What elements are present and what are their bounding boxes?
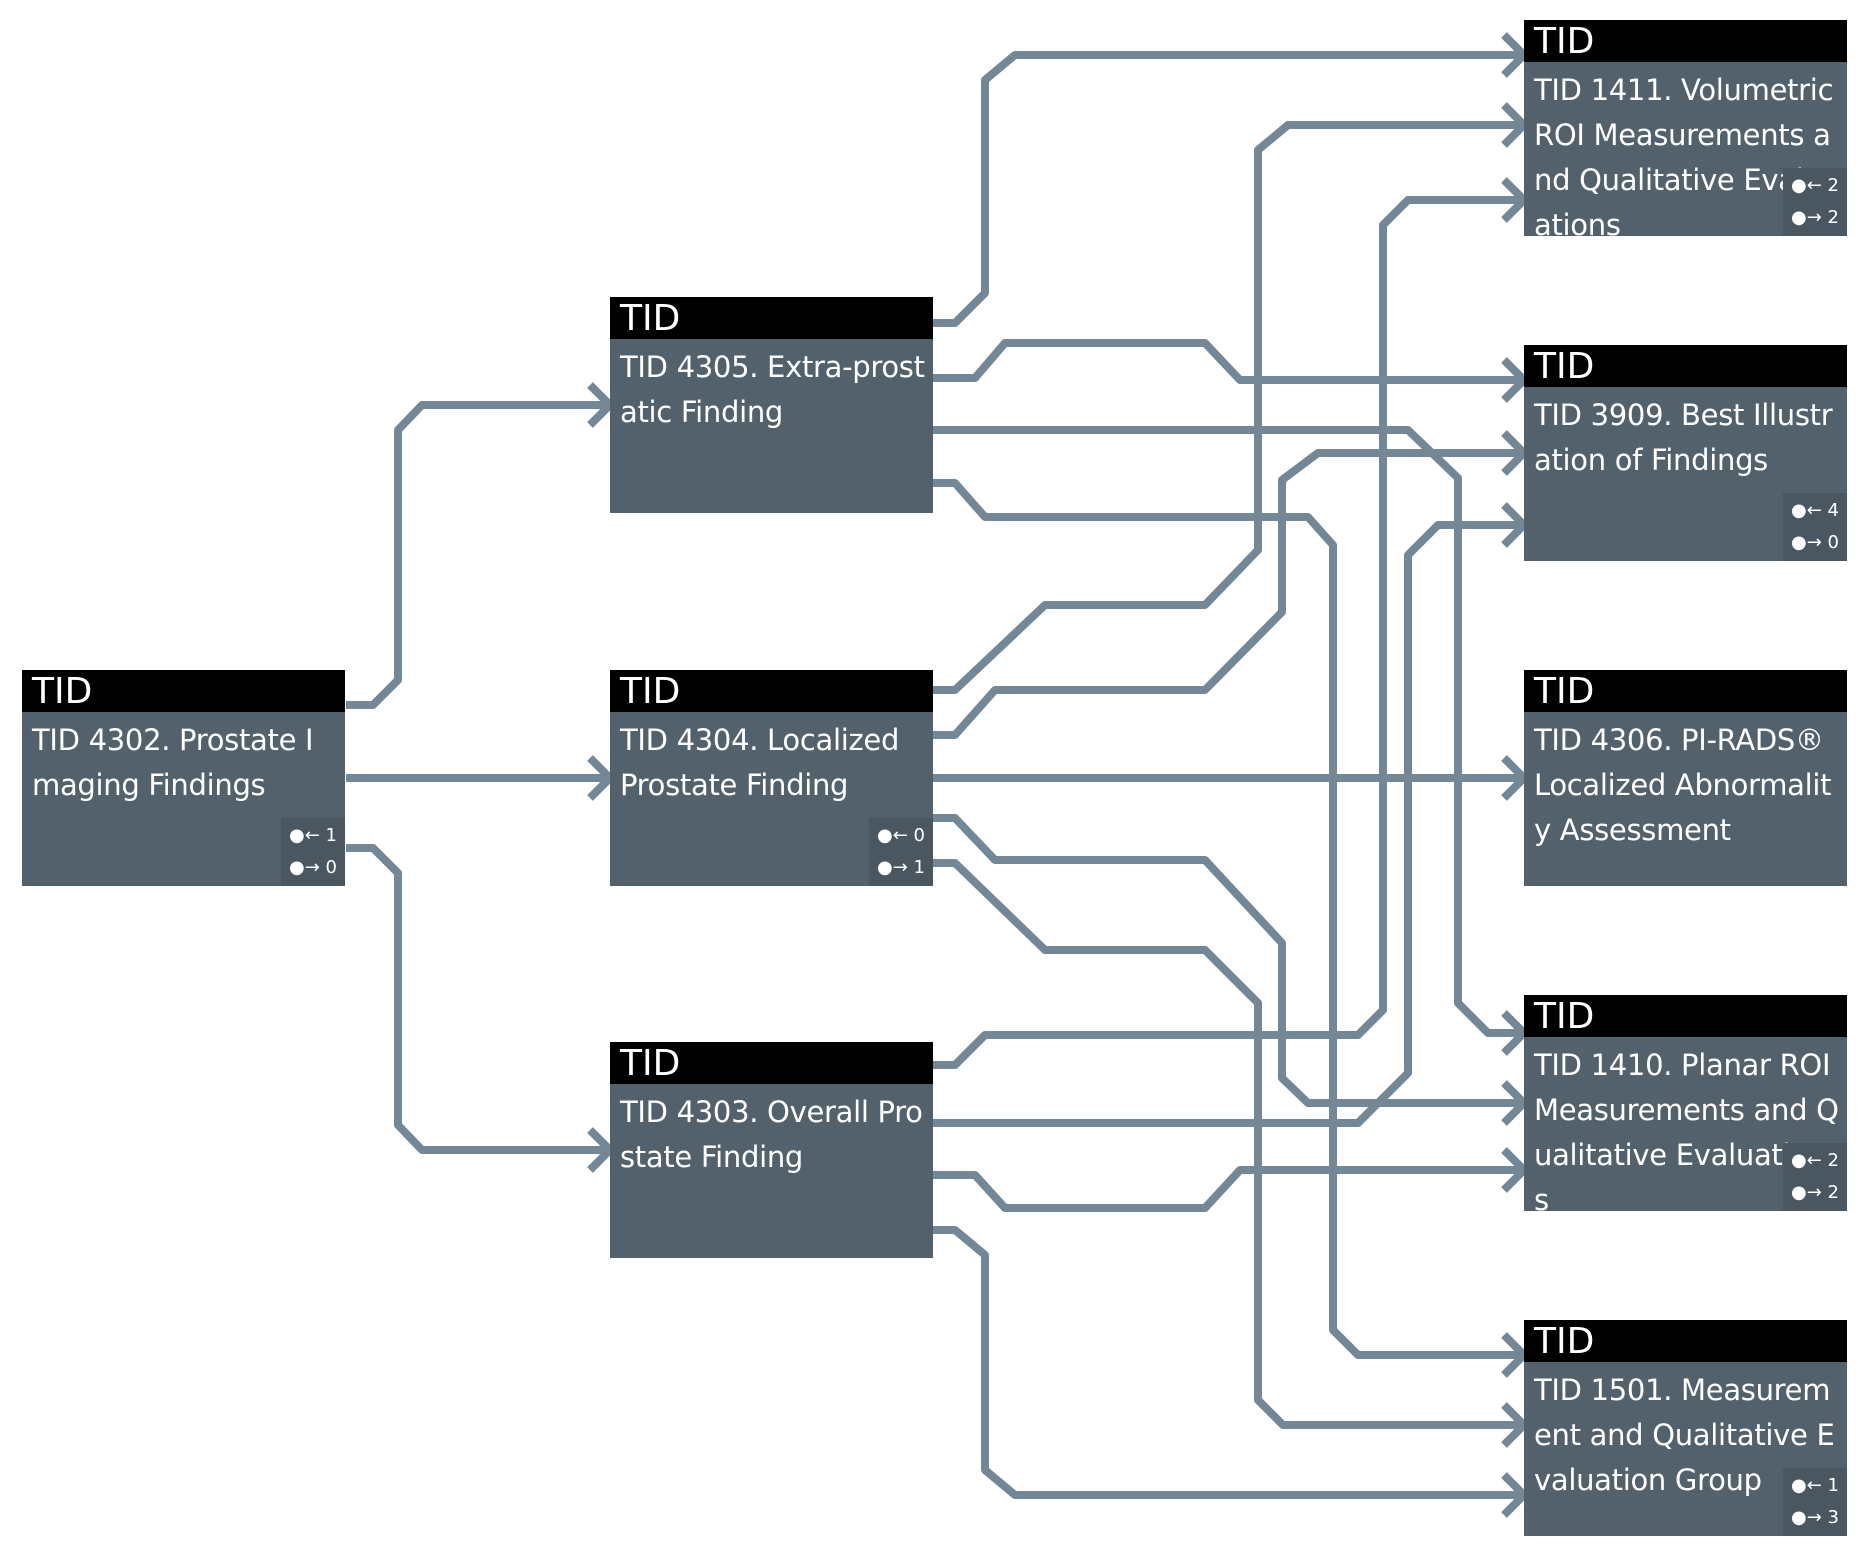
incoming-count: ●← 2	[1791, 175, 1839, 196]
node-header: TID	[610, 297, 933, 339]
incoming-count: ●← 1	[1791, 1475, 1839, 1496]
node-counts: ●← 1 ●→ 3	[1783, 1468, 1847, 1536]
edge-4304-to-1411	[933, 121, 1524, 694]
edge-4305-to-1501	[933, 479, 1524, 1359]
node-header: TID	[610, 670, 933, 712]
node-tid-3909[interactable]: TID TID 3909. Best Illustration of Findi…	[1524, 345, 1847, 561]
outgoing-count: ●→ 2	[1791, 207, 1839, 228]
node-header: TID	[1524, 995, 1847, 1037]
node-tid-1410[interactable]: TID TID 1410. Planar ROI Measurements an…	[1524, 995, 1847, 1211]
edge-4302-to-4305	[346, 401, 610, 709]
incoming-count: ●← 0	[877, 825, 925, 846]
node-label: TID 1501. Measurement and Qualitative Ev…	[1534, 1373, 1835, 1497]
incoming-count: ●← 4	[1791, 500, 1839, 521]
outgoing-count: ●→ 0	[1791, 532, 1839, 553]
edge-4305-to-1411	[933, 51, 1524, 327]
node-label: TID 4303. Overall Prostate Finding	[620, 1095, 923, 1174]
edge-4305-to-1410	[933, 426, 1524, 1037]
node-header: TID	[22, 670, 345, 712]
edge-4304-to-1410	[933, 814, 1524, 1107]
incoming-count: ●← 2	[1791, 1150, 1839, 1171]
node-counts: ●← 2 ●→ 2	[1783, 168, 1847, 236]
node-tid-4305[interactable]: TID TID 4305. Extra-prostatic Finding	[610, 297, 933, 513]
node-label: TID 1410. Planar ROI Measurements and Qu…	[1534, 1048, 1839, 1211]
node-tid-1501[interactable]: TID TID 1501. Measurement and Qualitativ…	[1524, 1320, 1847, 1536]
edge-4305-to-3909	[933, 339, 1524, 384]
node-header: TID	[1524, 1320, 1847, 1362]
outgoing-count: ●→ 2	[1791, 1182, 1839, 1203]
node-tid-4304[interactable]: TID TID 4304. Localized Prostate Finding…	[610, 670, 933, 886]
node-counts: ●← 0 ●→ 1	[869, 818, 933, 886]
edge-4303-to-3909	[933, 1166, 1524, 1212]
node-label: TID 3909. Best Illustration of Findings	[1534, 398, 1833, 477]
node-header: TID	[1524, 670, 1847, 712]
node-tid-1411[interactable]: TID TID 1411. Volumetric ROI Measurement…	[1524, 20, 1847, 236]
node-counts: ●← 2 ●→ 2	[1783, 1143, 1847, 1211]
outgoing-count: ●→ 1	[877, 857, 925, 878]
edge-4303-to-1411	[933, 196, 1524, 1069]
edge-4304-to-1501	[933, 859, 1524, 1429]
node-tid-4302[interactable]: TID TID 4302. Prostate Imaging Findings …	[22, 670, 345, 886]
node-header: TID	[1524, 345, 1847, 387]
node-label: TID 4305. Extra-prostatic Finding	[620, 350, 925, 429]
outgoing-count: ●→ 0	[289, 857, 337, 878]
node-tid-4306[interactable]: TID TID 4306. PI-RADS® Localized Abnorma…	[1524, 670, 1847, 886]
node-label: TID 1411. Volumetric ROI Measurements an…	[1534, 73, 1834, 236]
incoming-count: ●← 1	[289, 825, 337, 846]
node-tid-4303[interactable]: TID TID 4303. Overall Prostate Finding	[610, 1042, 933, 1258]
edge-4302-to-4303	[346, 844, 610, 1154]
node-label: TID 4306. PI-RADS® Localized Abnormality…	[1534, 723, 1832, 847]
edge-4303-to-1410	[933, 521, 1524, 1127]
node-counts: ●← 4 ●→ 0	[1783, 493, 1847, 561]
node-header: TID	[610, 1042, 933, 1084]
node-label: TID 4304. Localized Prostate Finding	[620, 723, 900, 802]
edge-4303-to-1501	[933, 1226, 1524, 1499]
node-counts: ●← 1 ●→ 0	[281, 818, 345, 886]
outgoing-count: ●→ 3	[1791, 1507, 1839, 1528]
node-label: TID 4302. Prostate Imaging Findings	[32, 723, 314, 802]
edge-4304-to-3909	[933, 449, 1524, 739]
node-header: TID	[1524, 20, 1847, 62]
